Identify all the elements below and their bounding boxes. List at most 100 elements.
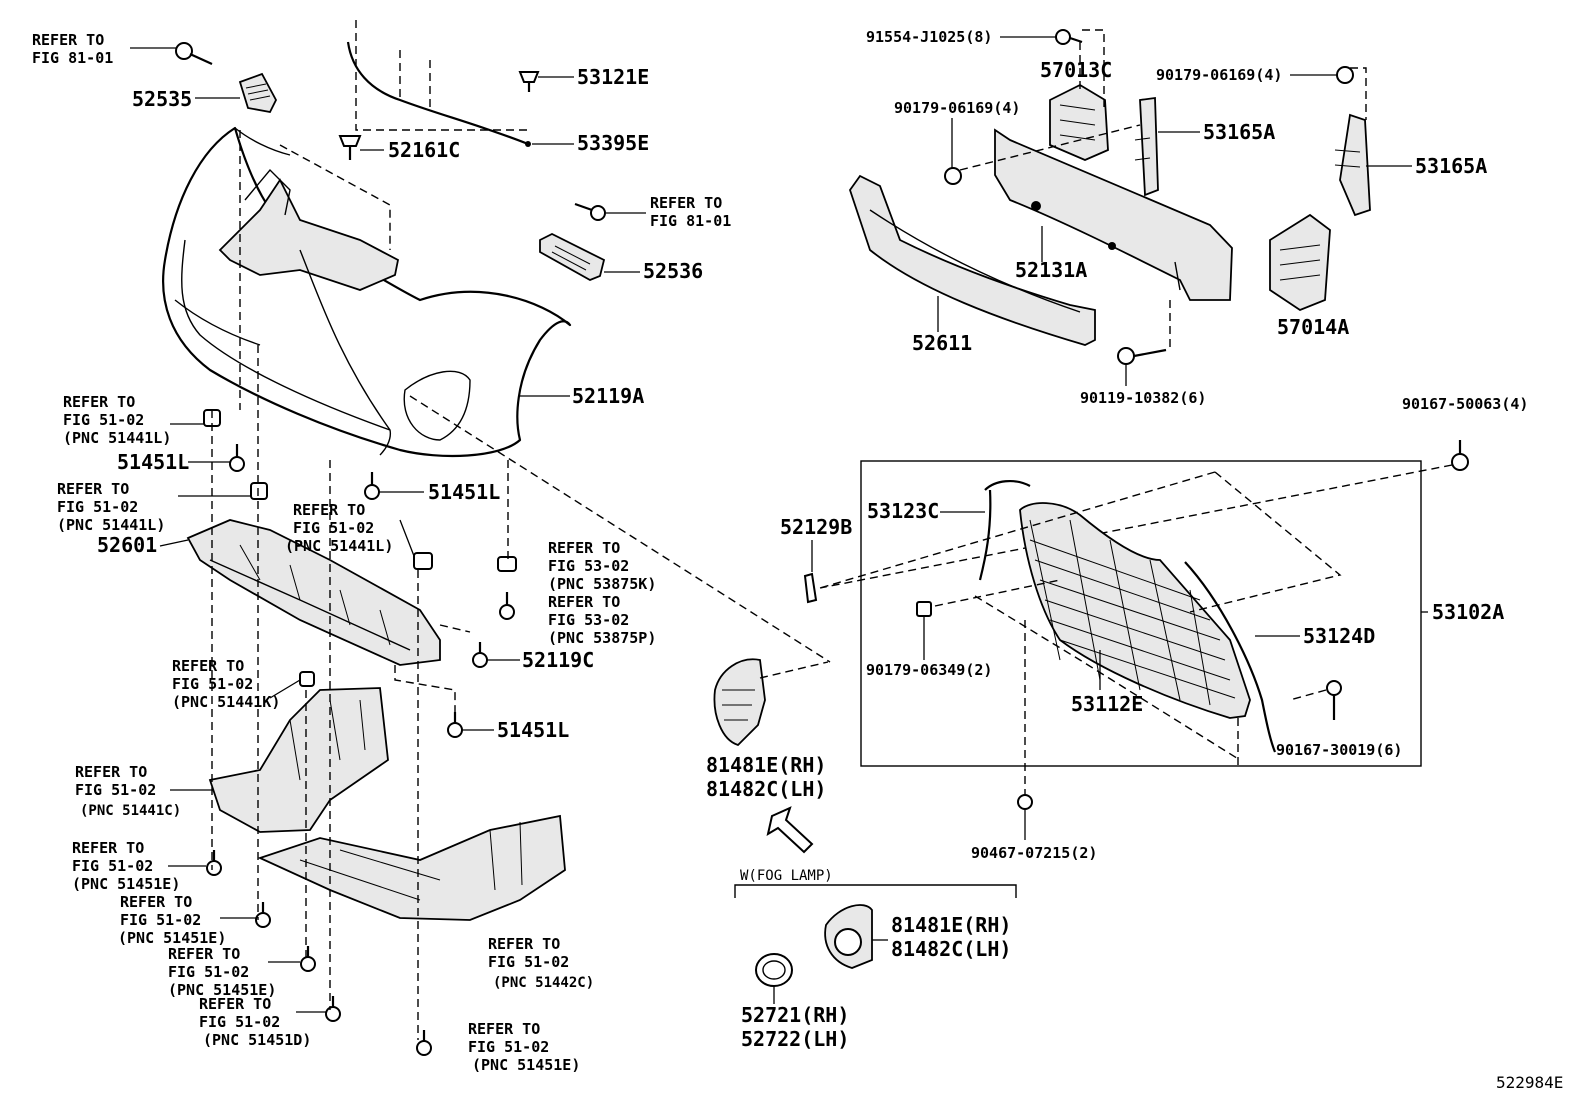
absorber-52611: [849, 174, 1096, 346]
bracket-53165A-b: [1334, 113, 1371, 217]
label-refer-l2-2: FIG 51-02: [57, 498, 138, 516]
label-refer-441k-3: (PNC 51441K): [172, 693, 280, 711]
label-refer-l3-1: REFER TO: [293, 501, 365, 519]
label-90179-06349: 90179-06349(2): [866, 661, 992, 679]
under-cover-upper: [208, 687, 389, 833]
fog-lamp-52721: [755, 953, 793, 987]
fog-lamp-group: [713, 658, 1017, 1004]
label-81481E-a: 81481E(RH): [706, 753, 826, 777]
arrow-icon: [766, 806, 814, 854]
label-refer-e3-3: (PNC 51451E): [168, 981, 276, 999]
label-52119C: 52119C: [522, 648, 594, 672]
label-refer-d-3: (PNC 51451D): [203, 1031, 311, 1049]
reinforcement-52131A: [994, 128, 1233, 301]
label-refer-p-1: REFER TO: [548, 593, 620, 611]
label-53102A: 53102A: [1432, 600, 1504, 624]
grille-53112E: [1019, 502, 1251, 719]
bolt-51451E-d: [416, 1030, 432, 1056]
label-90167-50063: 90167-50063(4): [1402, 395, 1528, 413]
clip-52129B: [803, 572, 818, 604]
bolt-90167-50063: [1451, 440, 1469, 471]
bolt-refer-81-01-b: [574, 202, 606, 221]
label-51451L-a: 51451L: [117, 450, 189, 474]
label-refer-e3-1: REFER TO: [168, 945, 240, 963]
label-refer-81-01-b-2: FIG 81-01: [650, 212, 731, 230]
bracket-57013C: [1049, 83, 1109, 161]
label-refer-441c-2: FIG 51-02: [75, 781, 156, 799]
label-53124D: 53124D: [1303, 624, 1375, 648]
label-refer-81-01-a-2: FIG 81-01: [32, 49, 113, 67]
bolt-51451L-a: [229, 444, 245, 472]
label-90179-a: 90179-06169(4): [894, 99, 1020, 117]
bracket-52535: [238, 72, 278, 114]
label-51451L-b: 51451L: [428, 480, 500, 504]
moulding-53124D: [1184, 561, 1277, 753]
bolt-91554: [1055, 29, 1083, 45]
clip-90179-06349: [916, 601, 932, 617]
bolt-51451L-b: [364, 472, 380, 500]
label-refer-442c-3: (PNC 51442C): [493, 975, 594, 991]
label-81482C-b: 81482C(LH): [891, 937, 1011, 961]
nut-90179-b: [1336, 66, 1354, 84]
label-refer-e1-1: REFER TO: [72, 839, 144, 857]
label-refer-k-2: FIG 53-02: [548, 557, 629, 575]
nut-90179-a: [944, 167, 962, 185]
label-53395E: 53395E: [577, 131, 649, 155]
clip-52161C: [338, 135, 362, 160]
label-90179-b: 90179-06169(4): [1156, 66, 1282, 84]
label-refer-l2-1: REFER TO: [57, 480, 129, 498]
label-52129B: 52129B: [780, 515, 852, 539]
label-refer-e2-1: REFER TO: [120, 893, 192, 911]
bolt-refer-81-01-a: [175, 42, 213, 66]
label-53121E: 53121E: [577, 65, 649, 89]
clip-51441K: [299, 671, 315, 687]
label-53165A-b: 53165A: [1415, 154, 1487, 178]
label-refer-e1-3: (PNC 51451E): [72, 875, 180, 893]
label-refer-e4-2: FIG 51-02: [468, 1038, 549, 1056]
labels: REFER TO FIG 81-01 52535 53121E 52161C 5…: [32, 28, 1563, 1092]
label-refer-l1-1: REFER TO: [63, 393, 135, 411]
bumper-cover-group: [130, 20, 831, 1056]
clip-90467: [1017, 794, 1033, 840]
label-refer-441k-2: FIG 51-02: [172, 675, 253, 693]
label-refer-l1-2: FIG 51-02: [63, 411, 144, 429]
bolt-51451E-a: [206, 850, 222, 876]
label-refer-l2-3: (PNC 51441L): [57, 516, 165, 534]
label-52721: 52721(RH): [741, 1003, 849, 1027]
label-91554: 91554-J1025(8): [866, 28, 992, 46]
clip-53875K: [497, 556, 517, 572]
label-refer-e2-2: FIG 51-02: [120, 911, 201, 929]
label-refer-e1-2: FIG 51-02: [72, 857, 153, 875]
label-refer-442c-2: FIG 51-02: [488, 953, 569, 971]
bolt-51451D: [325, 996, 341, 1022]
bracket-52536: [539, 232, 606, 281]
bolt-52119C: [472, 642, 488, 668]
label-refer-k-3: (PNC 53875K): [548, 575, 656, 593]
grille-group: [803, 440, 1469, 840]
label-refer-441c-3: (PNC 51441C): [80, 803, 181, 819]
label-81481E-b: 81481E(RH): [891, 913, 1011, 937]
label-refer-441k-1: REFER TO: [172, 657, 244, 675]
label-53112E: 53112E: [1071, 692, 1143, 716]
clip-51441L-c: [413, 552, 433, 570]
label-refer-e4-1: REFER TO: [468, 1020, 540, 1038]
seal-53395E: [346, 41, 529, 146]
label-refer-441c-1: REFER TO: [75, 763, 147, 781]
label-refer-81-01-b-1: REFER TO: [650, 194, 722, 212]
label-refer-e3-2: FIG 51-02: [168, 963, 249, 981]
label-refer-442c-1: REFER TO: [488, 935, 560, 953]
bumper-cover-52119A: [162, 126, 572, 458]
bolt-51451E-b: [255, 902, 271, 928]
label-57013C: 57013C: [1040, 58, 1112, 82]
under-cover-lower: [257, 814, 566, 921]
label-90119: 90119-10382(6): [1080, 389, 1206, 407]
label-52536: 52536: [643, 259, 703, 283]
label-52535: 52535: [132, 87, 192, 111]
bolt-90167-30019: [1326, 680, 1342, 720]
label-refer-e2-3: (PNC 51451E): [118, 929, 226, 947]
label-81482C-a: 81482C(LH): [706, 777, 826, 801]
moulding-53123C: [978, 480, 1031, 581]
label-52722: 52722(LH): [741, 1027, 849, 1051]
label-refer-e4-3: (PNC 51451E): [472, 1056, 580, 1074]
bracket-53165A-a: [1134, 96, 1159, 197]
